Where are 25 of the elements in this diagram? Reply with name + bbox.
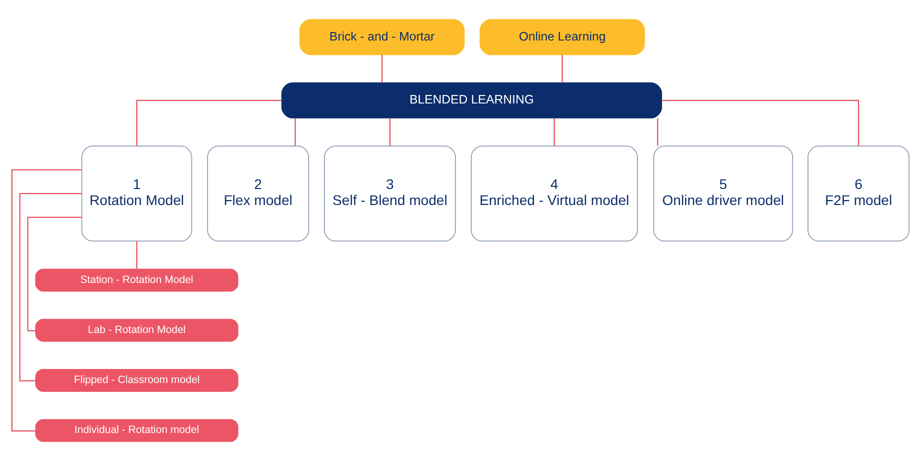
- node-box: BLENDED LEARNING: [281, 82, 662, 118]
- node-box: Flipped - Classroom model: [35, 368, 238, 392]
- node-box: Online Learning: [480, 18, 645, 55]
- connector: [662, 99, 860, 146]
- node-box: Station - Rotation Model: [35, 268, 238, 292]
- connector: [554, 118, 555, 146]
- node-box: 1 Rotation Model: [81, 145, 192, 241]
- connector: [136, 240, 138, 268]
- connector: [136, 99, 282, 146]
- node-box: 6 F2F model: [808, 145, 910, 241]
- node-box: 5 Online driver model: [653, 145, 794, 241]
- node-box: Lab - Rotation Model: [35, 318, 238, 342]
- node-box: 3 Self - Blend model: [324, 145, 456, 241]
- connector: [11, 168, 82, 431]
- connector: [657, 118, 658, 146]
- connector: [562, 54, 563, 82]
- node-box: 4 Enriched - Virtual model: [470, 145, 638, 241]
- connector: [389, 118, 391, 146]
- connector: [19, 192, 82, 381]
- node-box: Brick - and - Mortar: [299, 18, 465, 55]
- connector: [27, 216, 82, 331]
- node-box: Individual - Rotation model: [35, 418, 238, 442]
- node-box: 2 Flex model: [207, 145, 310, 241]
- connector: [294, 118, 296, 146]
- connector: [381, 54, 383, 82]
